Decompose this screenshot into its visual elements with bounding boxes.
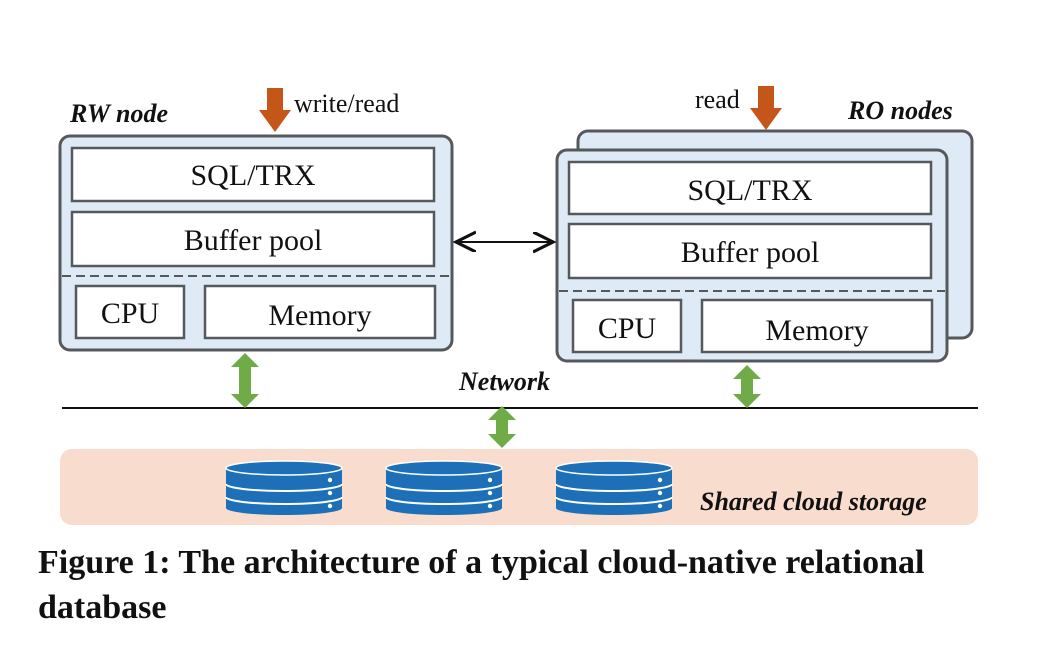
rw-io-label: write/read [294, 89, 399, 118]
ro-buffer-pool-label: Buffer pool [681, 236, 820, 269]
ro-nodes: RO nodes read SQL/TRX Buffer pool CPU Me… [555, 85, 974, 363]
rw-io-arrow-head [259, 110, 291, 132]
rw-cpu-label: CPU [101, 297, 160, 330]
ro-sql-trx-box [567, 160, 933, 216]
network-label: Network [458, 367, 550, 396]
figure-caption: Figure 1: The architecture of a typical … [38, 544, 925, 626]
ro-io-arrow-head [750, 108, 782, 130]
storage-disks [225, 460, 673, 515]
ro-io-arrow-shaft [758, 86, 774, 110]
rw-buffer-pool-label: Buffer pool [184, 224, 323, 257]
ro-io-label: read [695, 85, 740, 114]
rw-memory-label: Memory [268, 299, 371, 332]
ro-memory-box [700, 298, 934, 354]
ro-sql-trx-label: SQL/TRX [687, 174, 812, 207]
ro-nodes-title: RO nodes [847, 96, 953, 125]
rw-write-read-arrow [259, 88, 291, 132]
ro-read-arrow [750, 86, 782, 130]
ro-cpu-box [571, 298, 683, 354]
database-disk-icon [225, 460, 343, 515]
storage-network-arrow [488, 406, 516, 448]
network: Network [62, 353, 978, 448]
rw-network-arrow [231, 353, 259, 408]
ro-buffer-pool-box [567, 222, 933, 280]
architecture-diagram: RW node write/read SQL/TRX Buffer pool C… [58, 85, 978, 525]
rw-node-title: RW node [69, 99, 168, 128]
database-disk-icon [385, 460, 503, 515]
rw-buffer-pool-box [70, 210, 436, 268]
ro-network-arrow [733, 365, 761, 408]
rw-sql-trx-label: SQL/TRX [190, 159, 315, 192]
rw-cpu-box [74, 284, 186, 340]
ro-cpu-label: CPU [598, 312, 657, 345]
database-disk-icon [555, 460, 673, 515]
rw-io-arrow-shaft [267, 88, 283, 112]
rw-sql-trx-box [70, 146, 436, 203]
rw-memory-box [203, 284, 437, 340]
shared-cloud-storage: Shared cloud storage [60, 449, 978, 525]
rw-node: RW node write/read SQL/TRX Buffer pool C… [58, 88, 454, 352]
storage-label: Shared cloud storage [700, 487, 927, 516]
ro-memory-label: Memory [765, 314, 868, 347]
